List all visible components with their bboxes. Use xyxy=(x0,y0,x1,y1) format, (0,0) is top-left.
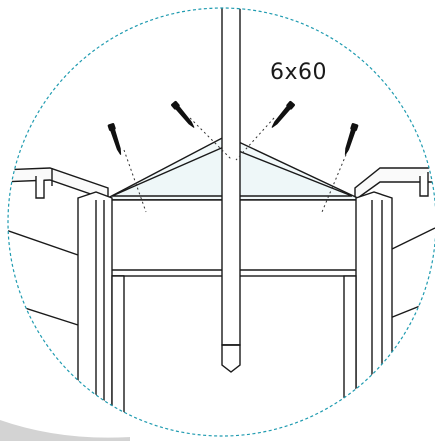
screw-icon xyxy=(107,123,122,155)
screw-guides xyxy=(123,117,349,213)
circle-shadow xyxy=(0,420,130,441)
detail-callout-circle xyxy=(7,7,435,437)
screw-icon xyxy=(271,100,295,128)
screw-icon xyxy=(344,123,359,155)
screw-icon xyxy=(171,100,195,128)
center-rod xyxy=(221,8,241,373)
screw-size-label: 6x60 xyxy=(270,60,328,85)
